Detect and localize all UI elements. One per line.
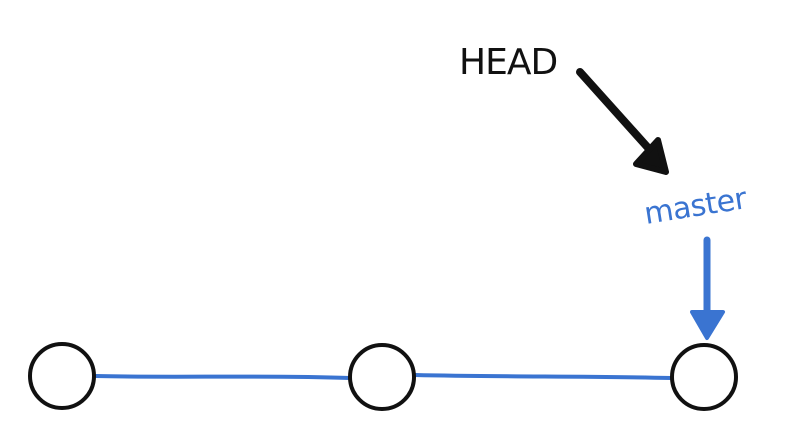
head-arrow-shaft	[576, 68, 654, 154]
commit-link-2-3	[413, 373, 673, 380]
master-label: master	[642, 181, 750, 232]
head-label: HEAD	[459, 42, 557, 83]
master-arrow-head	[690, 310, 725, 340]
commit-node-3	[670, 343, 738, 411]
commit-node-2	[348, 343, 416, 411]
commit-node-1	[28, 342, 96, 410]
commit-link-1-2	[94, 374, 352, 380]
head-arrow-head	[633, 137, 669, 175]
